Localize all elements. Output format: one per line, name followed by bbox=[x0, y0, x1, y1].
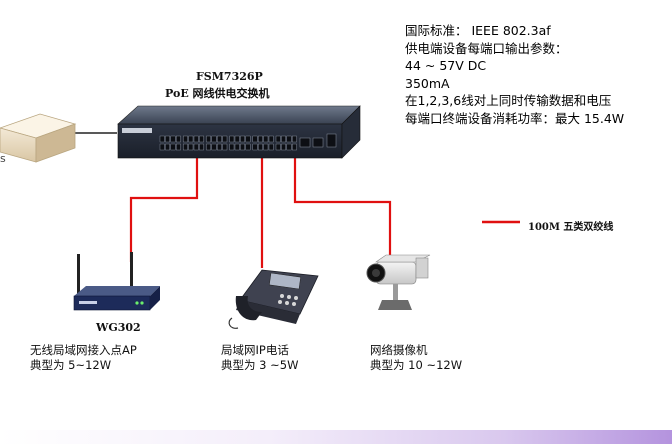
switch-port bbox=[240, 135, 245, 143]
switch-port bbox=[211, 135, 217, 143]
switch-port bbox=[258, 135, 263, 143]
slide-footer-band bbox=[0, 430, 672, 444]
ip-phone-power: 典型为 3 ~5W bbox=[221, 358, 299, 372]
switch-port bbox=[222, 135, 228, 143]
switch-port bbox=[165, 135, 170, 143]
link-camera bbox=[293, 158, 392, 260]
switch-port bbox=[159, 143, 165, 151]
spec-line: 国际标准： IEEE 802.3af bbox=[405, 23, 551, 38]
spec-line: 350mA bbox=[405, 75, 450, 91]
switch-port bbox=[281, 143, 286, 151]
switch-port bbox=[159, 135, 165, 143]
phone-keypad bbox=[278, 294, 298, 306]
switch-port bbox=[245, 135, 251, 143]
switch-port bbox=[263, 135, 269, 143]
switch-port bbox=[268, 135, 274, 143]
switch-port bbox=[263, 143, 269, 151]
switch-port bbox=[292, 143, 297, 151]
legend-label: 100M 五类双绞线 bbox=[528, 222, 614, 233]
link-ap bbox=[129, 158, 199, 262]
access-point-type: 无线局域网接入点AP bbox=[30, 343, 137, 357]
switch-port bbox=[258, 143, 263, 151]
switch-port bbox=[240, 143, 245, 151]
spec-line: 44 ~ 57V DC bbox=[405, 58, 487, 73]
switch-port bbox=[170, 135, 176, 143]
switch-port bbox=[245, 143, 251, 151]
switch-port bbox=[229, 143, 235, 151]
switch-model-label: FSM7326P bbox=[196, 70, 263, 83]
switch-port bbox=[234, 143, 240, 151]
poe-switch bbox=[117, 105, 361, 159]
switch-port bbox=[193, 143, 199, 151]
switch-port bbox=[199, 135, 204, 143]
switch-port bbox=[252, 135, 258, 143]
switch-port bbox=[206, 135, 211, 143]
access-point-name: WG302 bbox=[96, 321, 141, 334]
switch-port bbox=[234, 135, 240, 143]
switch-port bbox=[275, 135, 281, 143]
switch-port bbox=[252, 143, 258, 151]
switch-port bbox=[216, 135, 222, 143]
access-point-caption: 无线局域网接入点AP 典型为 5~12W bbox=[30, 343, 137, 373]
switch-port bbox=[268, 143, 274, 151]
switch-port bbox=[182, 143, 188, 151]
switch-port bbox=[286, 143, 292, 151]
switch-port bbox=[182, 135, 188, 143]
switch-port bbox=[199, 143, 204, 151]
cable-links bbox=[70, 132, 392, 268]
uplink-label-fragment: s bbox=[0, 152, 6, 165]
switch-port bbox=[211, 143, 217, 151]
switch-port bbox=[286, 135, 292, 143]
switch-port bbox=[188, 143, 194, 151]
switch-port bbox=[175, 135, 181, 143]
switch-port bbox=[170, 143, 176, 151]
switch-port bbox=[275, 143, 281, 151]
uplink-device bbox=[0, 113, 77, 163]
spec-panel: 国际标准： IEEE 802.3af 供电端设备每端口输出参数： 44 ~ 57… bbox=[405, 22, 672, 127]
access-point-device bbox=[73, 252, 160, 311]
switch-port bbox=[188, 135, 194, 143]
network-camera-device bbox=[366, 254, 431, 310]
switch-port bbox=[193, 135, 199, 143]
switch-description-label: PoE 网线供电交换机 bbox=[165, 87, 270, 100]
ip-phone-device bbox=[228, 269, 319, 329]
switch-port bbox=[229, 135, 235, 143]
switch-port bbox=[292, 135, 297, 143]
switch-port bbox=[175, 143, 181, 151]
access-point-power: 典型为 5~12W bbox=[30, 358, 112, 372]
camera-caption: 网络摄像机 典型为 10 ~12W bbox=[370, 343, 462, 373]
switch-ports bbox=[159, 135, 297, 151]
ip-phone-caption: 局域网IP电话 典型为 3 ~5W bbox=[221, 343, 298, 373]
switch-port bbox=[222, 143, 228, 151]
switch-port bbox=[216, 143, 222, 151]
spec-line: 在1,2,3,6线对上同时传输数据和电压 bbox=[405, 93, 612, 108]
switch-port bbox=[165, 143, 170, 151]
camera-power: 典型为 10 ~12W bbox=[370, 358, 463, 372]
spec-line: 供电端设备每端口输出参数： bbox=[405, 40, 568, 56]
spec-line: 每端口终端设备消耗功率：最大 15.4W bbox=[405, 110, 625, 126]
switch-port bbox=[206, 143, 211, 151]
camera-type: 网络摄像机 bbox=[370, 343, 428, 357]
switch-port bbox=[281, 135, 286, 143]
ip-phone-type: 局域网IP电话 bbox=[221, 343, 289, 357]
